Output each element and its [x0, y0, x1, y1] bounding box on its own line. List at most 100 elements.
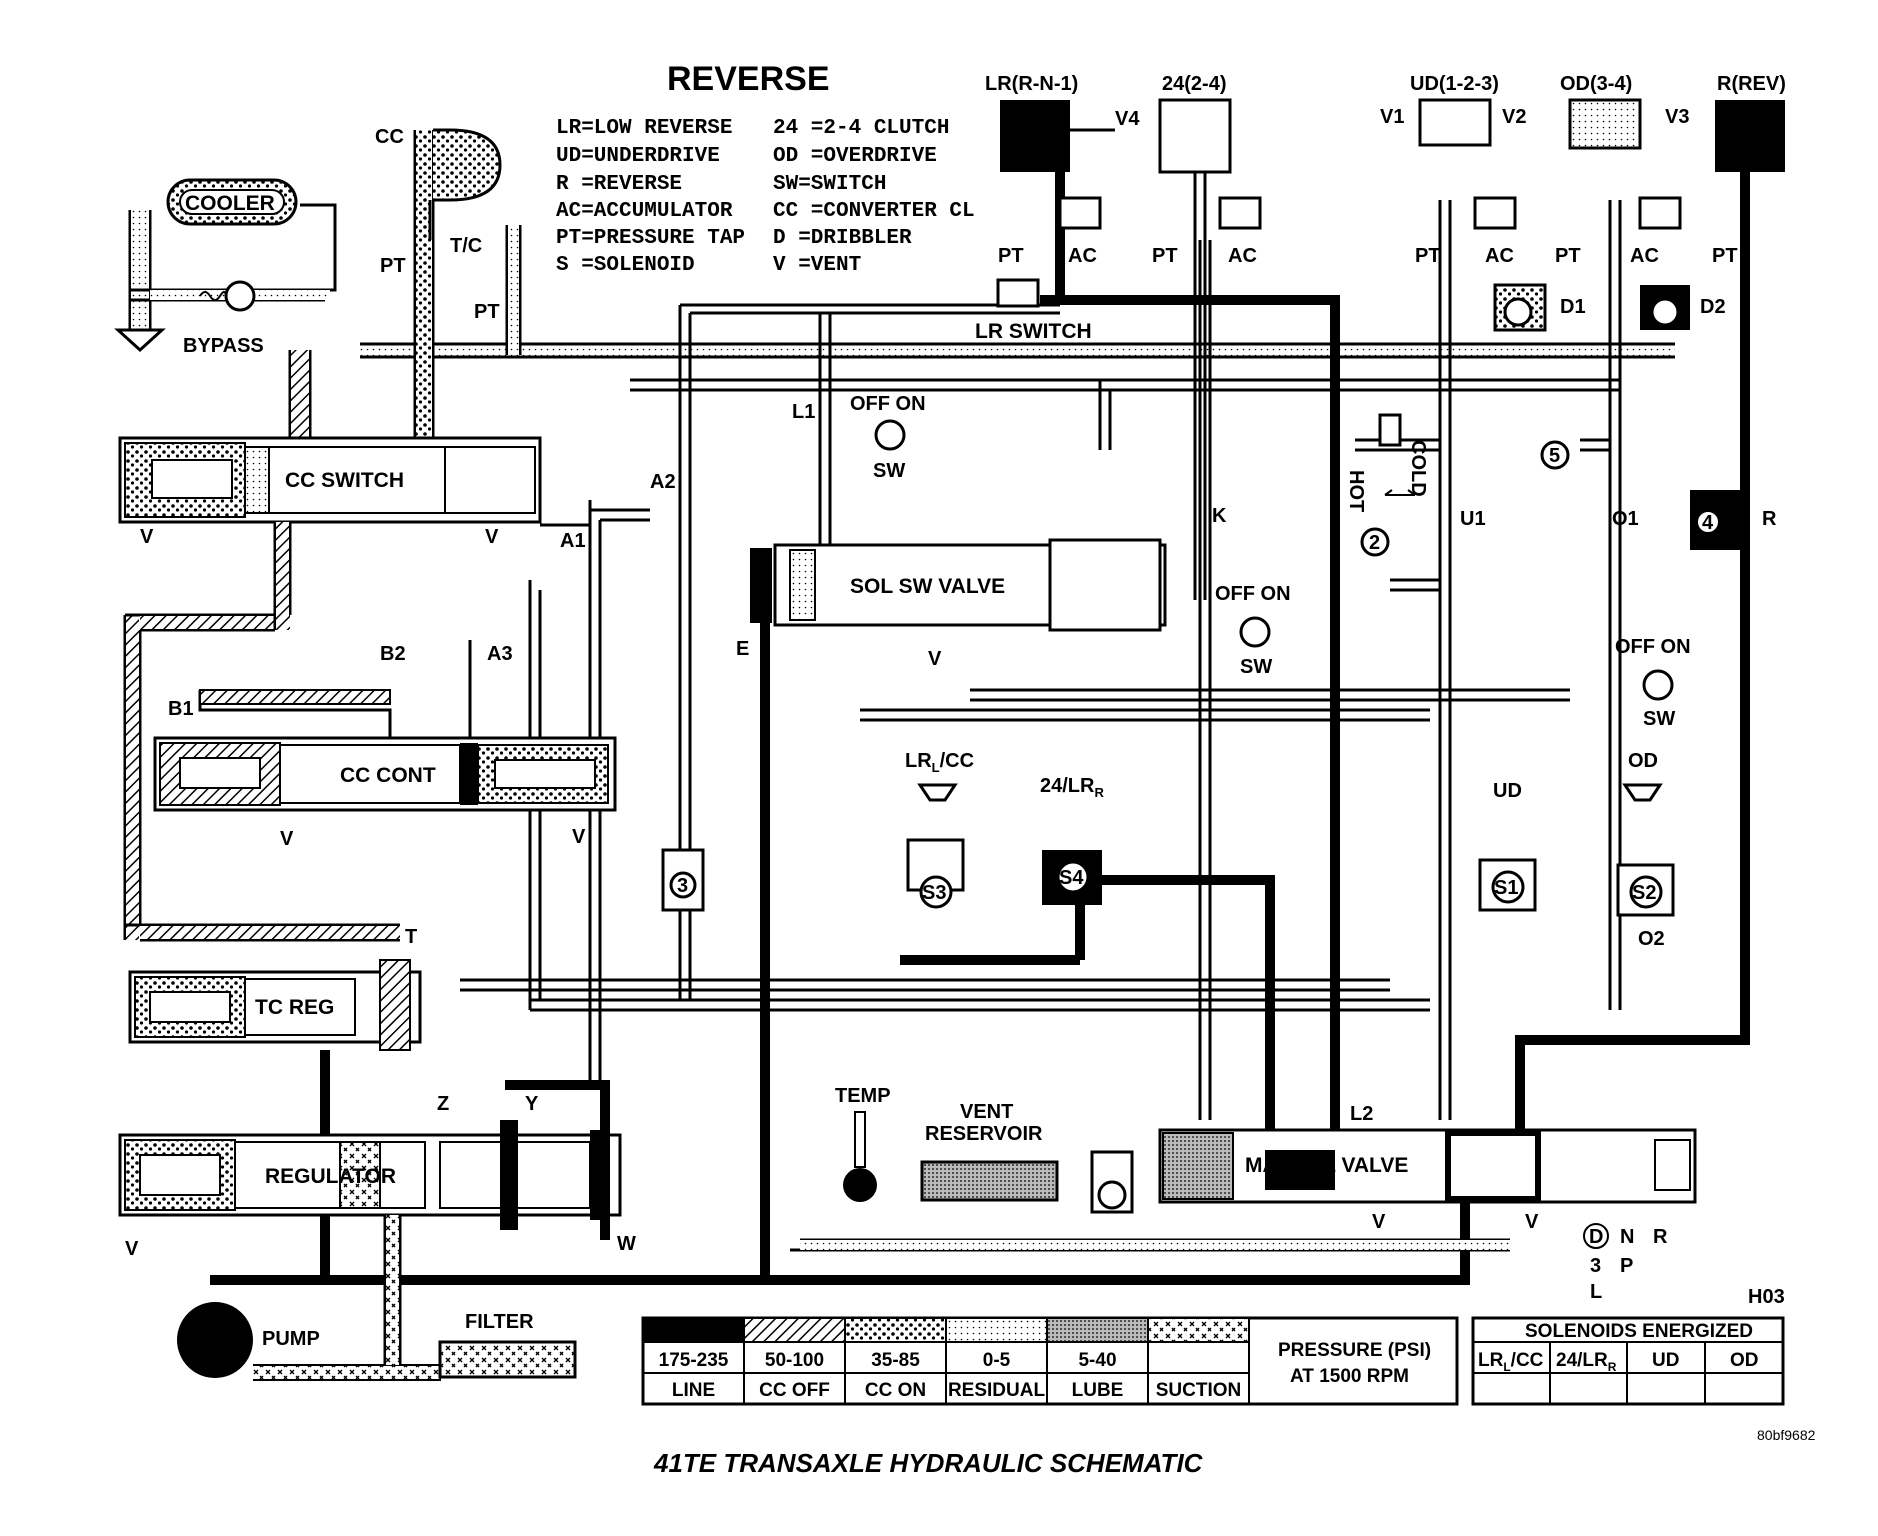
manual-valve-label: MANUAL VALVE	[1245, 1154, 1408, 1177]
converter-clutch-icon	[433, 128, 502, 202]
ud-pt-label: PT	[1415, 245, 1441, 267]
clutch-24-piston	[1158, 98, 1232, 174]
sol-col-24lr: 24/LRR	[1556, 1350, 1617, 1374]
pressure-heading-2: AT 1500 RPM	[1290, 1366, 1409, 1387]
abbrev-pt: PT=PRESSURE TAP	[556, 227, 745, 250]
bypass-valve-icon	[224, 280, 256, 312]
legend-name: RESIDUAL	[948, 1380, 1046, 1401]
abbrev-lr: LR=LOW REVERSE	[556, 117, 732, 140]
k-label: K	[1212, 505, 1227, 527]
dribbler-check	[1090, 1150, 1134, 1214]
temp-bulb-icon	[843, 1168, 877, 1202]
clutch-rev-label: R(REV)	[1717, 73, 1786, 95]
check-4-label: 4	[1702, 512, 1714, 534]
solenoids-heading: SOLENOIDS ENERGIZED	[1525, 1321, 1753, 1342]
e-label: E	[736, 638, 749, 660]
legend-psi: 5-40	[1078, 1350, 1116, 1371]
clutch-od-piston	[1568, 98, 1642, 150]
legend-name: CC ON	[865, 1380, 926, 1401]
lr-switch-offon: OFF ON	[850, 393, 926, 415]
legend-name: LUBE	[1072, 1380, 1124, 1401]
abbrev-cc: CC =CONVERTER CL	[773, 200, 975, 223]
lr-switch-label: LR SWITCH	[975, 320, 1092, 343]
gear-d: D	[1589, 1226, 1603, 1248]
clutch-lr-label: LR(R-N-1)	[985, 73, 1078, 95]
vent-reservoir: VENT RESERVOIR	[920, 1101, 1059, 1202]
pump-label: PUMP	[262, 1328, 320, 1350]
v2-label: V2	[1502, 106, 1526, 128]
d2-label: D2	[1700, 296, 1726, 318]
temp-label: TEMP	[835, 1085, 891, 1107]
cc-control-valve: CC CONT V V	[153, 736, 617, 850]
a1-label: A1	[560, 530, 586, 552]
dribblers: D1 D2	[1493, 283, 1726, 332]
t-label: T	[405, 926, 417, 948]
pressure-heading-1: PRESSURE (PSI)	[1278, 1340, 1431, 1361]
reservoir-label-1: VENT	[960, 1101, 1013, 1123]
gear-n: N	[1620, 1226, 1634, 1248]
c24-pt-label: PT	[1152, 245, 1178, 267]
check-2-label: 2	[1369, 532, 1380, 554]
bypass-label: BYPASS	[183, 335, 264, 357]
s4-label: S4	[1059, 867, 1084, 889]
s1-label: S1	[1494, 877, 1518, 899]
abbrev-r: R =REVERSE	[556, 173, 682, 196]
abbrev-24: 24 =2-4 CLUTCH	[773, 117, 949, 140]
y-label: Y	[525, 1093, 539, 1115]
check-5-label: 5	[1549, 445, 1560, 467]
pump-icon	[177, 1302, 253, 1378]
check-3-label: 3	[677, 875, 688, 897]
filter-label: FILTER	[465, 1311, 534, 1333]
cc-label: CC	[375, 126, 404, 148]
cc-control-lines: B1 B2 A3 A1 A2	[123, 471, 676, 942]
reservoir-label-2: RESERVOIR	[925, 1123, 1043, 1145]
manual-valve: MANUAL VALVE L2 V V	[1158, 1103, 1697, 1233]
legend-swatch	[642, 1317, 745, 1343]
cc-cont-label: CC CONT	[340, 764, 436, 787]
d1-label: D1	[1560, 296, 1586, 318]
cc-switch-vent-right: V	[485, 526, 499, 548]
tc-regulator-valve: TC REG T	[128, 926, 422, 1051]
gear-p: P	[1620, 1255, 1633, 1277]
regulator-vent: V	[125, 1238, 139, 1260]
solenoids-energized-table: H03 SOLENOIDS ENERGIZED LRL/CC 24/LRR UD…	[1471, 1286, 1785, 1406]
cc-switch-label: CC SWITCH	[285, 469, 404, 492]
legend-psi: 35-85	[871, 1350, 920, 1371]
switch-24-icon	[1239, 616, 1271, 648]
legend-swatch	[945, 1317, 1048, 1343]
page-code: H03	[1748, 1286, 1785, 1308]
clutch-24-label: 24(2-4)	[1162, 73, 1226, 95]
solenoid-s4: 24/LRR S4	[1040, 775, 1104, 905]
s4-name: 24/LRR	[1040, 775, 1104, 800]
check-3: 3	[661, 848, 705, 912]
thermal-valve: HOT COLD 2 5	[1345, 413, 1570, 557]
clutch-ud-label: UD(1-2-3)	[1410, 73, 1499, 95]
s3-name: LRL/CC	[905, 750, 974, 775]
abbrev-od: OD =OVERDRIVE	[773, 145, 937, 168]
switch-24-offon: OFF ON	[1215, 583, 1291, 605]
gear-3: 3	[1590, 1255, 1601, 1277]
switch-od-icon	[1642, 669, 1674, 701]
r-label: R	[1762, 508, 1777, 530]
clutch-ud-piston	[1418, 98, 1492, 147]
legend-name: LINE	[672, 1380, 715, 1401]
gear-l: L	[1590, 1281, 1602, 1303]
lr-ac-label: AC	[1068, 245, 1097, 267]
switch-l1-sw: SW	[873, 460, 905, 482]
clutch-lr: LR(R-N-1) V4 PT AC LR SWITCH	[975, 73, 1140, 343]
cc-switch-valve: CC SWITCH V V	[118, 436, 542, 548]
legend-swatch	[743, 1317, 846, 1343]
diagram-caption: 41TE TRANSAXLE HYDRAULIC SCHEMATIC	[653, 1448, 1204, 1478]
abbrev-sw: SW=SWITCH	[773, 173, 886, 196]
o1-label: O1	[1612, 508, 1639, 530]
clutch-rev-piston	[1715, 100, 1785, 172]
mode-title: REVERSE	[667, 60, 830, 98]
legend-psi: 175-235	[659, 1350, 729, 1371]
switch-od-sw: SW	[1643, 708, 1675, 730]
sol-col-lrcc: LRL/CC	[1478, 1350, 1544, 1374]
regulator-label: REGULATOR	[265, 1165, 396, 1188]
sol-sw-valve-label: SOL SW VALVE	[850, 575, 1005, 598]
legend-name: CC OFF	[759, 1380, 830, 1401]
